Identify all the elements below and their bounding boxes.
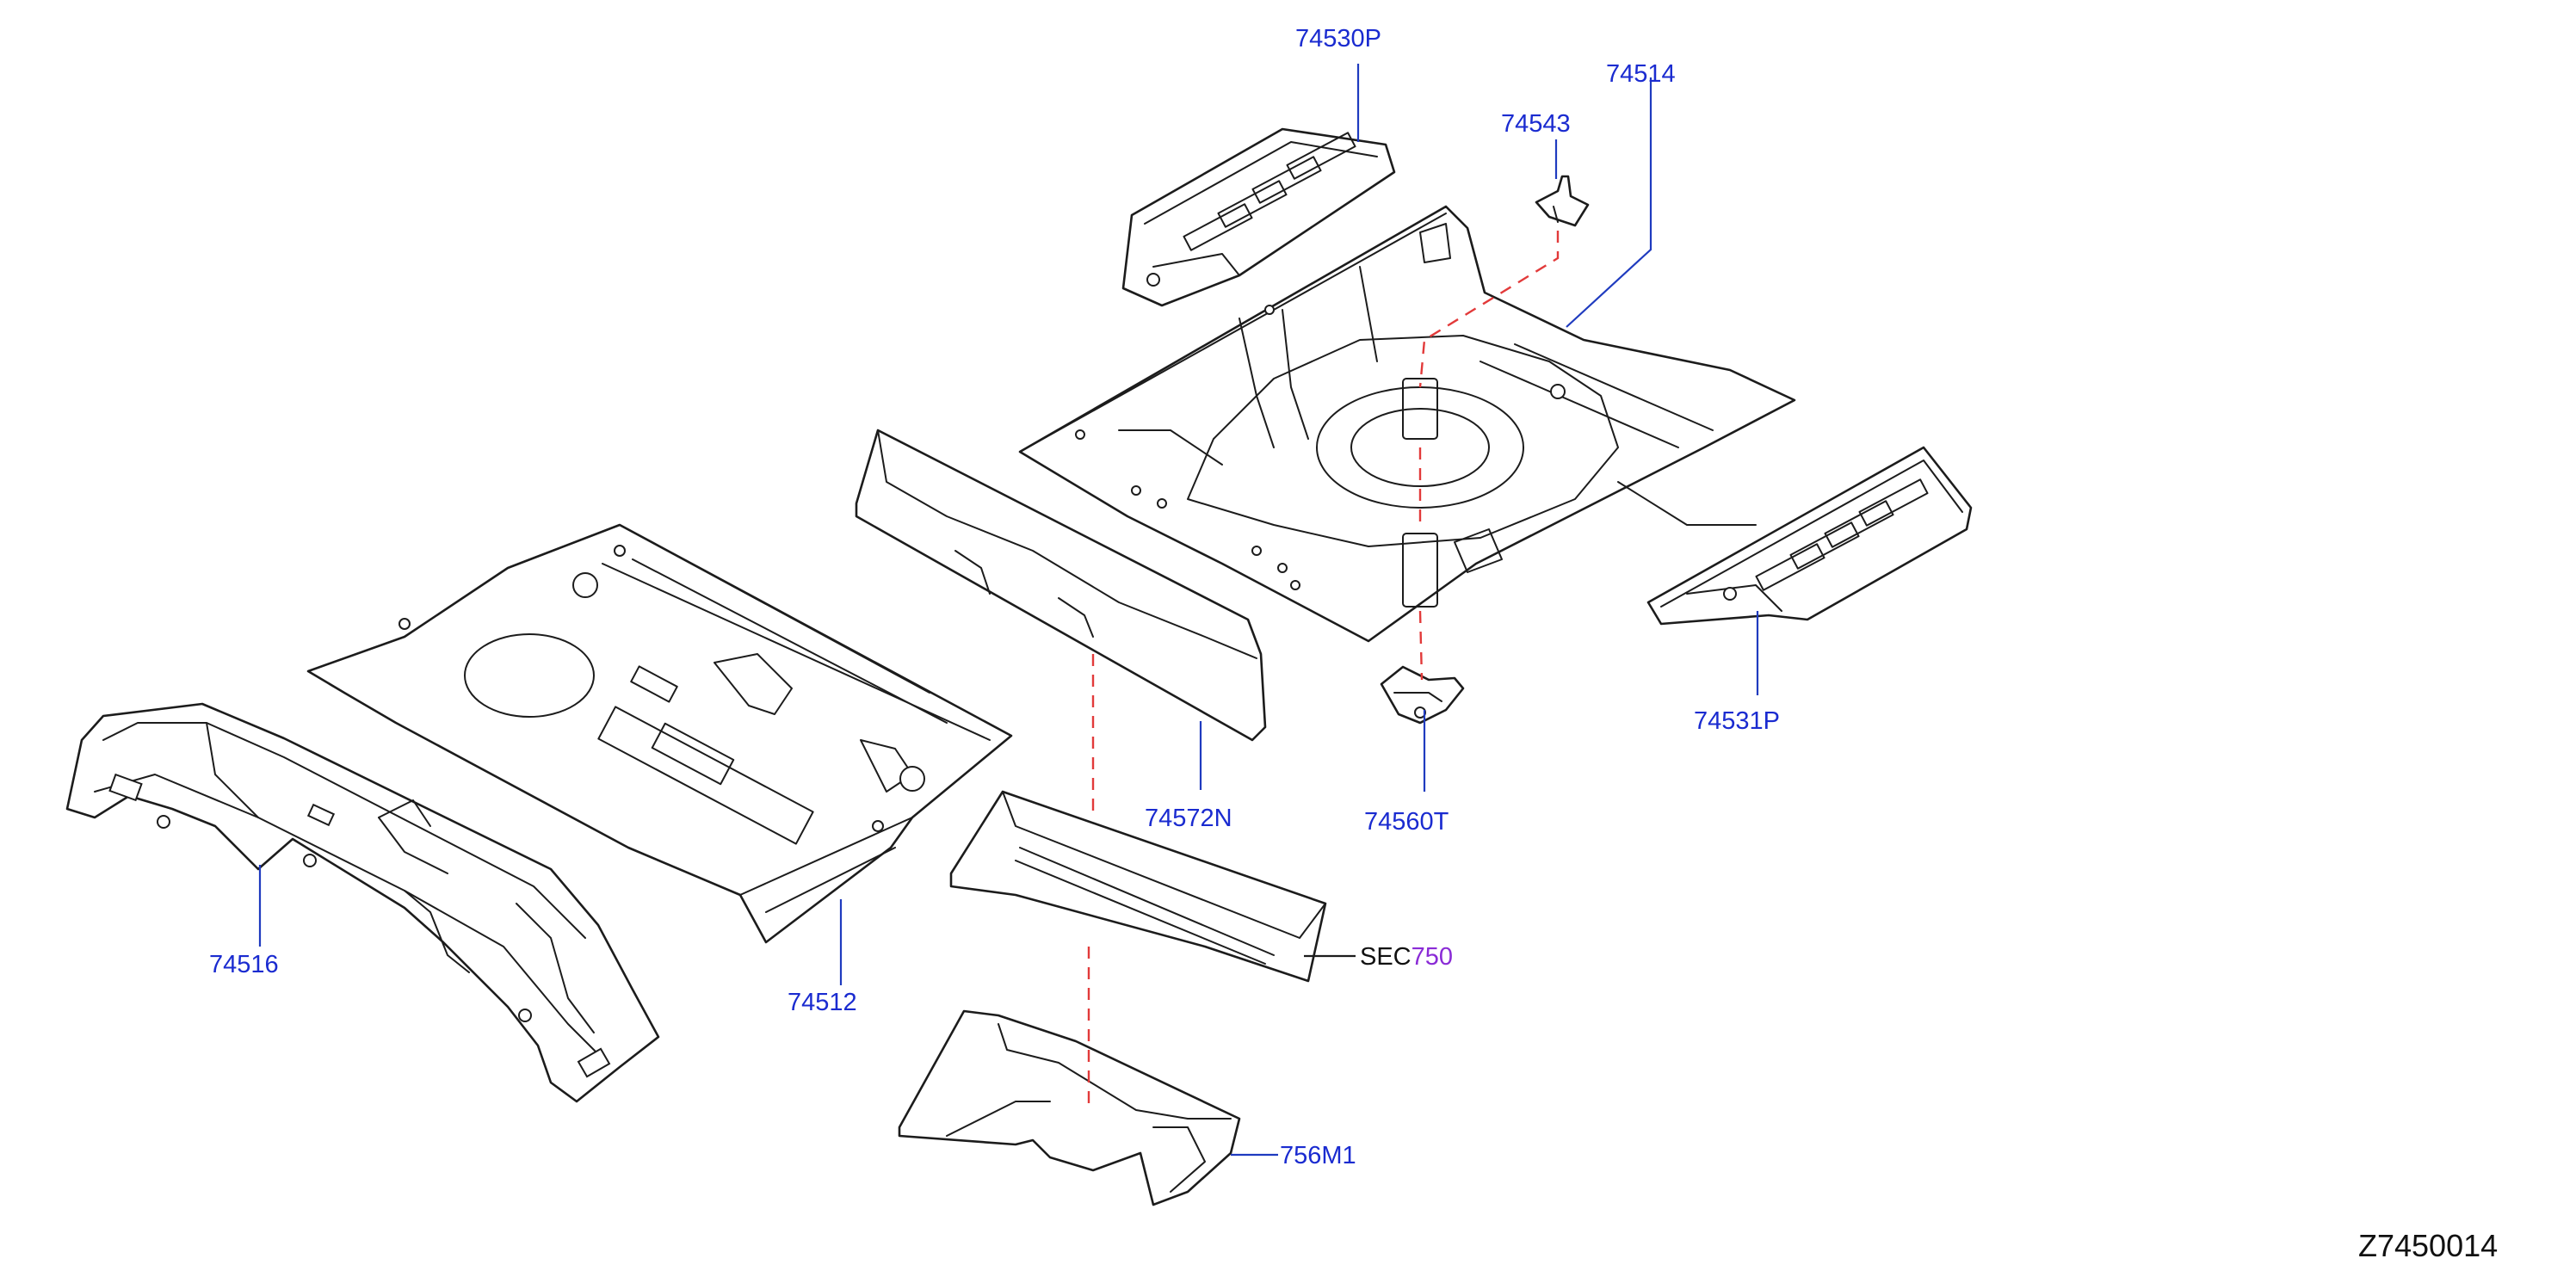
part-74543-bracket (1535, 175, 1590, 227)
callout-756M1: 756M1 (1280, 1142, 1356, 1169)
guide-lines (1087, 231, 1560, 1106)
part-74530P-side-member (1121, 127, 1396, 307)
sec-prefix: SEC (1360, 943, 1412, 971)
sec-number: 750 (1412, 943, 1453, 971)
callout-74543: 74543 (1501, 110, 1571, 138)
callout-74516: 74516 (209, 951, 279, 978)
part-74560T-bracket (1380, 665, 1465, 725)
part-756M1-panel (898, 1009, 1241, 1206)
part-74531P-side-member (1646, 446, 1973, 626)
callout-74514: 74514 (1606, 60, 1676, 88)
part-74516-rear-cross-member (65, 702, 660, 1103)
part-74572N-cross-member (855, 429, 1267, 742)
leader-lines (258, 64, 1759, 1157)
part-74512-rear-floor-front (306, 523, 1013, 944)
callout-74512: 74512 (788, 989, 857, 1016)
callout-sec750: SEC750 (1360, 943, 1453, 971)
callout-74560T: 74560T (1364, 808, 1449, 836)
diagram-id: Z7450014 (2358, 1228, 2498, 1263)
callout-74572N: 74572N (1145, 805, 1232, 832)
part-sec750-floor-reinforcement (949, 790, 1327, 983)
callout-74530P: 74530P (1295, 25, 1381, 52)
callout-74531P: 74531P (1694, 707, 1780, 735)
part-74514-rear-floor-rear (1018, 205, 1796, 643)
